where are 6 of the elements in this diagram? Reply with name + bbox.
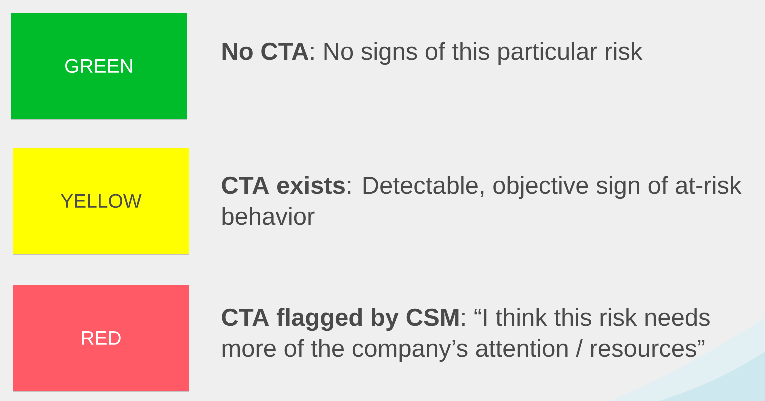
description: No CTA: No signs of this particular risk [222,42,643,66]
description: CTA flagged by CSM: “I think this risk needs more of the company’s attention / resources” [222,308,710,362]
status-box: RED [13,285,190,392]
description: CTA exists: Detectable, objective sign of at-risk behavior [222,176,742,226]
status-box: GREEN [11,13,188,120]
status-box: YELLOW [13,148,190,256]
